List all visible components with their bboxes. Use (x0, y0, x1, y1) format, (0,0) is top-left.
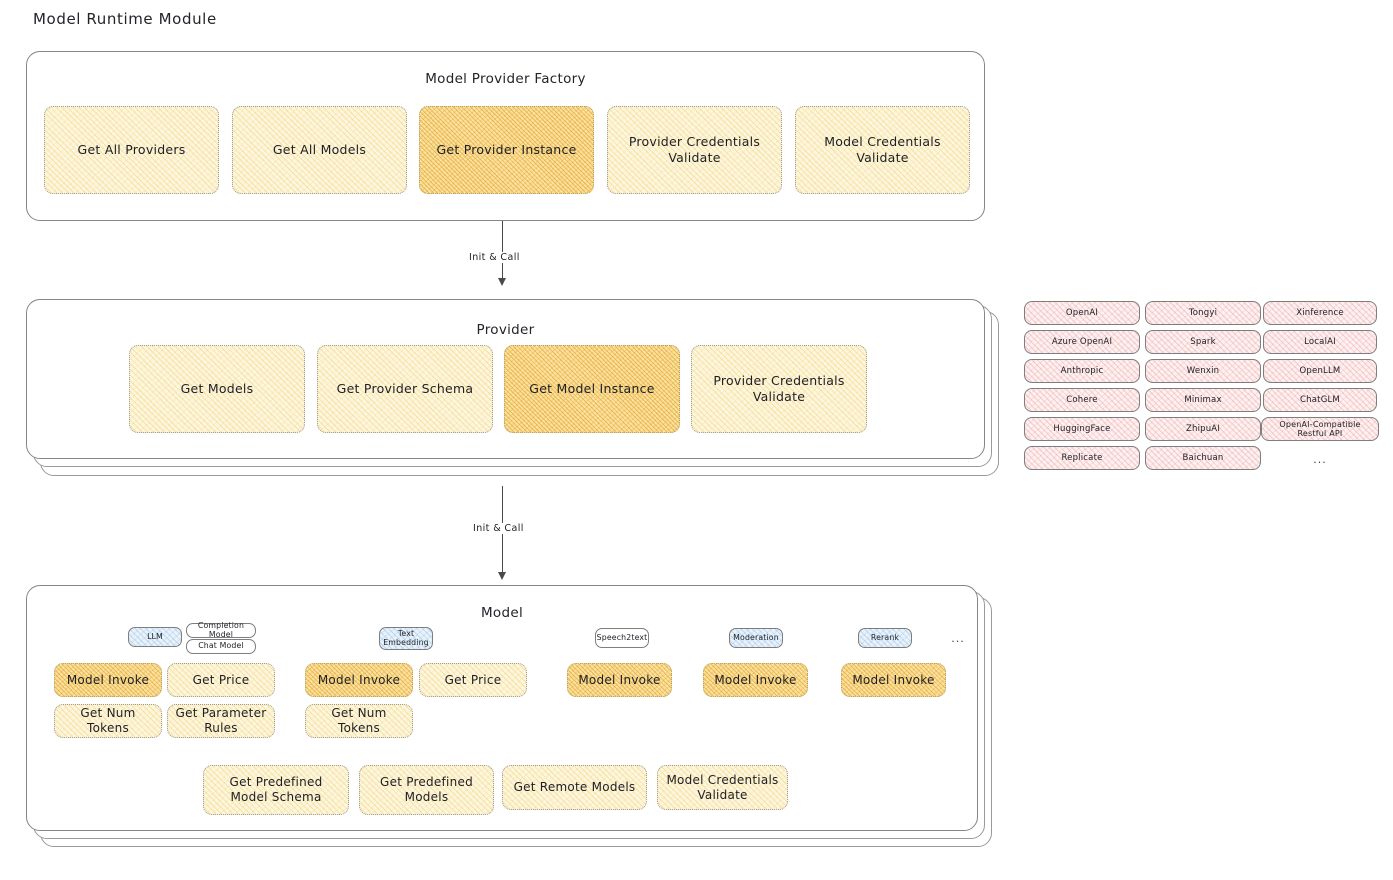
provider-tag-baichuan[interactable]: Baichuan (1145, 446, 1261, 470)
provider-tag-wenxin[interactable]: Wenxin (1145, 359, 1261, 383)
provider-tag-localai[interactable]: LocalAI (1263, 330, 1377, 354)
model-subbadge-completion-model[interactable]: Completion Model (186, 621, 256, 638)
provider-tag-chatglm[interactable]: ChatGLM (1263, 388, 1377, 412)
model-type-badge-llm[interactable]: LLM (128, 627, 182, 647)
llm-method-get-parameter-rules[interactable]: Get Parameter Rules (167, 704, 275, 738)
factory-box-get-all-providers[interactable]: Get All Providers (44, 106, 219, 194)
rerank-method-model-invoke[interactable]: Model Invoke (841, 663, 946, 697)
provider-box-get-provider-schema[interactable]: Get Provider Schema (317, 345, 493, 433)
model-type-badge-text-embedding[interactable]: Text Embedding (379, 627, 433, 650)
model-type-badge-speech2text[interactable]: Speech2text (595, 628, 649, 648)
provider-tag-xinference[interactable]: Xinference (1263, 301, 1377, 325)
provider-tag-replicate[interactable]: Replicate (1024, 446, 1140, 470)
provider-box-provider-credentials-validate[interactable]: Provider Credentials Validate (691, 345, 867, 433)
factory-box-model-credentials-validate[interactable]: Model Credentials Validate (795, 106, 970, 194)
provider-tag-openllm[interactable]: OpenLLM (1263, 359, 1377, 383)
provider-tag-minimax[interactable]: Minimax (1145, 388, 1261, 412)
model-common-model-credentials-validate[interactable]: Model Credentials Validate (657, 765, 788, 810)
text-embedding-method-get-price[interactable]: Get Price (419, 663, 527, 697)
provider-title: Provider (476, 322, 535, 338)
provider-tag-openai-compatible-restful-api[interactable]: OpenAI-Compatible Restful API (1261, 417, 1379, 441)
llm-method-get-num-tokens[interactable]: Get Num Tokens (54, 704, 162, 738)
provider-tag-cohere[interactable]: Cohere (1024, 388, 1140, 412)
provider-tag-openai[interactable]: OpenAI (1024, 301, 1140, 325)
provider-box-get-model-instance[interactable]: Get Model Instance (504, 345, 680, 433)
factory-box-get-all-models[interactable]: Get All Models (232, 106, 407, 194)
text-embedding-method-get-num-tokens[interactable]: Get Num Tokens (305, 704, 413, 738)
model-common-get-predefined-models[interactable]: Get Predefined Models (359, 765, 494, 815)
provider-tag-azure-openai[interactable]: Azure OpenAI (1024, 330, 1140, 354)
page-title: Model Runtime Module (33, 10, 217, 28)
provider-tag-more-ellipsis: ... (1313, 452, 1327, 466)
moderation-method-model-invoke[interactable]: Model Invoke (703, 663, 808, 697)
model-provider-factory-title: Model Provider Factory (425, 71, 586, 87)
model-types-more-ellipsis: ... (951, 631, 965, 645)
model-common-get-remote-models[interactable]: Get Remote Models (502, 765, 647, 810)
provider-tag-tongyi[interactable]: Tongyi (1145, 301, 1261, 325)
arrow-provider-to-model-head (498, 572, 506, 580)
speech2text-method-model-invoke[interactable]: Model Invoke (567, 663, 672, 697)
model-title: Model (480, 605, 524, 621)
model-type-badge-rerank[interactable]: Rerank (858, 628, 912, 648)
provider-box-get-models[interactable]: Get Models (129, 345, 305, 433)
provider-tag-huggingface[interactable]: HuggingFace (1024, 417, 1140, 441)
text-embedding-method-model-invoke[interactable]: Model Invoke (305, 663, 413, 697)
llm-method-get-price[interactable]: Get Price (167, 663, 275, 697)
provider-tag-spark[interactable]: Spark (1145, 330, 1261, 354)
model-subbadge-chat-model[interactable]: Chat Model (186, 639, 256, 654)
arrow-factory-to-provider-head (498, 278, 506, 286)
model-type-badge-moderation[interactable]: Moderation (729, 628, 783, 648)
arrow-factory-to-provider-label: Init & Call (466, 252, 523, 263)
model-common-get-predefined-model-schema[interactable]: Get Predefined Model Schema (203, 765, 349, 815)
factory-box-get-provider-instance[interactable]: Get Provider Instance (419, 106, 594, 194)
factory-box-provider-credentials-validate[interactable]: Provider Credentials Validate (607, 106, 782, 194)
arrow-provider-to-model-label: Init & Call (470, 523, 527, 534)
llm-method-model-invoke[interactable]: Model Invoke (54, 663, 162, 697)
arrow-factory-to-provider-line (502, 221, 504, 281)
provider-tag-anthropic[interactable]: Anthropic (1024, 359, 1140, 383)
provider-tag-zhipuai[interactable]: ZhipuAI (1145, 417, 1261, 441)
